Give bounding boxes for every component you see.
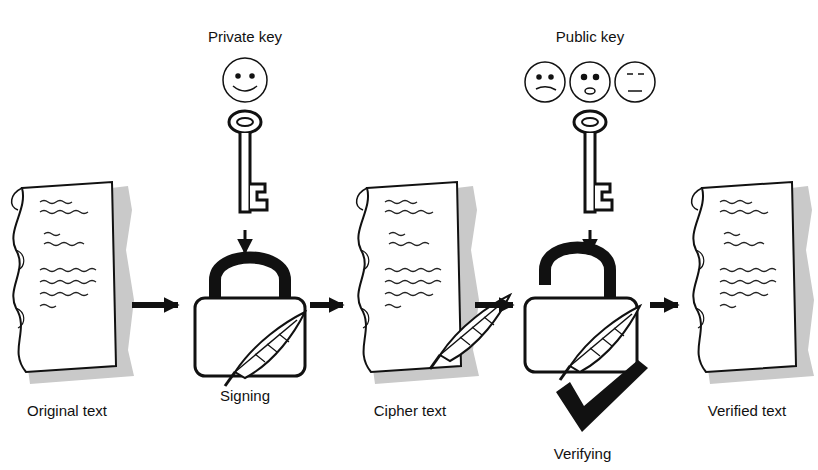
- caption: Private key: [206, 28, 284, 46]
- process-node: Verifying: [515, 255, 650, 463]
- document: [12, 182, 134, 384]
- document-node: Verified text: [680, 180, 814, 420]
- public-key: [574, 111, 612, 212]
- document-node: Original text: [2, 180, 132, 420]
- faces: [223, 58, 655, 102]
- document-node: Cipher text: [345, 180, 475, 420]
- caption: Original text: [25, 402, 109, 420]
- open-lock: [525, 248, 640, 381]
- document: [692, 182, 814, 384]
- caption: Cipher text: [372, 402, 449, 420]
- key-label: Private key: [190, 28, 300, 230]
- flow-arrow: [475, 302, 513, 308]
- flow-arrow: [132, 302, 178, 308]
- flow-arrow: [589, 230, 592, 253]
- flow-arrow: [650, 302, 678, 308]
- private-key: [229, 111, 267, 212]
- key-label: Public key: [515, 28, 665, 230]
- caption: Verifying: [552, 445, 614, 463]
- caption: Public key: [554, 28, 626, 46]
- flow-arrow: [244, 230, 247, 253]
- closed-lock: [195, 258, 305, 387]
- caption: Verified text: [706, 402, 788, 420]
- caption: Signing: [218, 387, 272, 405]
- flow-arrow: [310, 302, 343, 308]
- check-mark: [556, 360, 648, 432]
- process-node: Signing: [180, 255, 310, 405]
